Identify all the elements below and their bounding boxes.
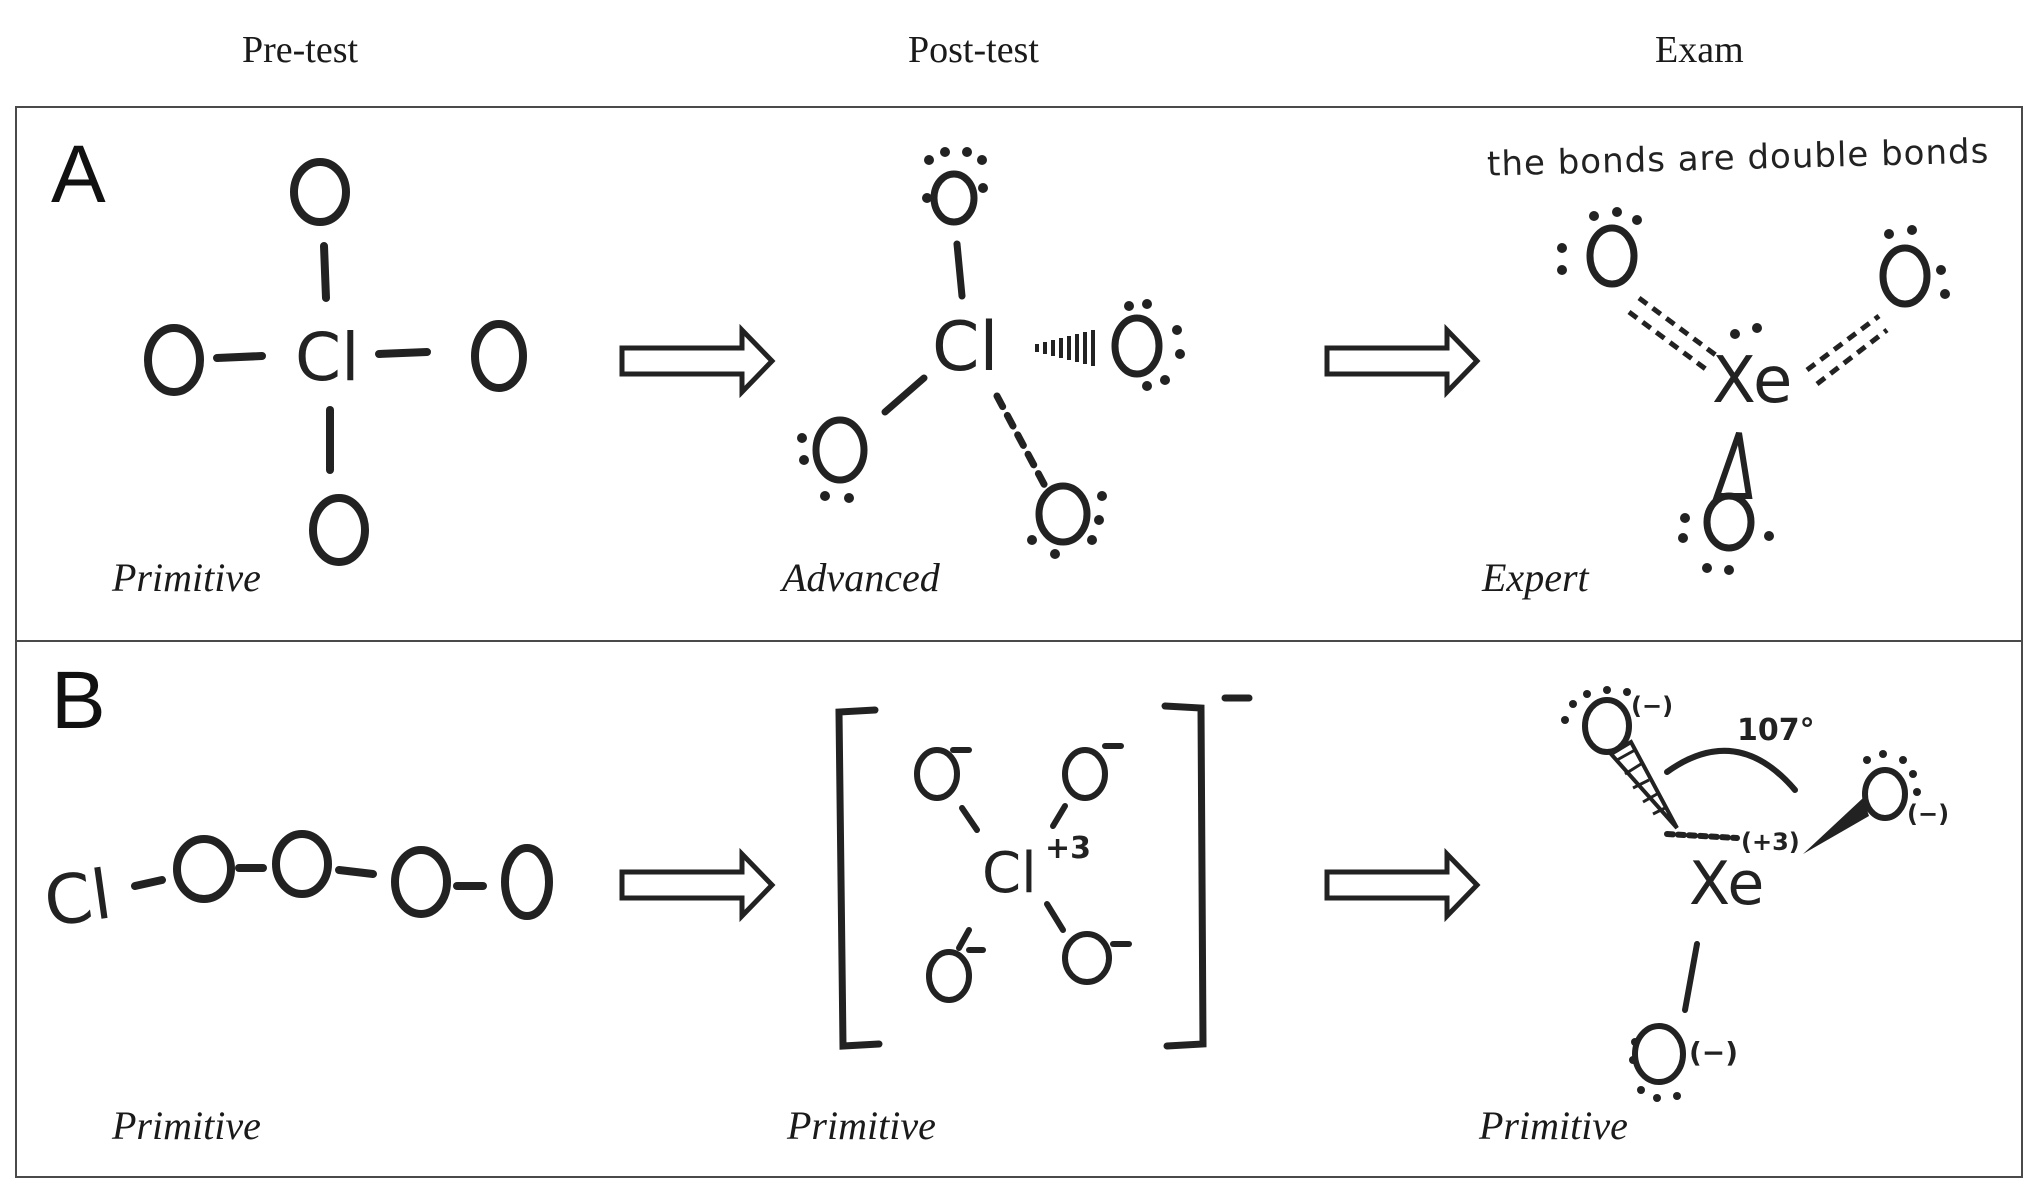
- b-exam-o-charge-1: (−): [1631, 692, 1673, 720]
- b-exam-angle: 107°: [1737, 713, 1815, 748]
- a-posttest-chlorine: Cl: [932, 308, 998, 387]
- arrow-b2: [1324, 847, 1481, 923]
- b-exam-o-charge-3: (−): [1689, 1036, 1738, 1069]
- a-posttest-structure: [812, 170, 1163, 546]
- a-pretest-structure: [144, 158, 527, 566]
- column-header-posttest: Post-test: [908, 29, 1039, 71]
- b-exam-solid-wedge: [1803, 798, 1869, 854]
- b-exam-lone-pairs: [1561, 686, 1921, 1102]
- b-exam-structure: [1582, 697, 1908, 1085]
- b-exam-o-charge-2: (−): [1907, 800, 1949, 828]
- arrow-a2: [1324, 323, 1481, 399]
- b-posttest-chlorine: Cl: [982, 841, 1037, 906]
- b-exam-xenon: Xe: [1689, 849, 1764, 919]
- a-posttest-hash-wedge: [1035, 330, 1095, 366]
- arrow-a1: [619, 323, 776, 399]
- b-posttest-structure: [914, 743, 1132, 1003]
- b-pretest-chlorine: Cl: [39, 856, 116, 943]
- level-label-b-pretest: Primitive: [112, 1103, 261, 1148]
- level-label-a-posttest: Advanced: [782, 555, 940, 600]
- arrow-b1: [619, 847, 776, 923]
- level-label-b-posttest: Primitive: [787, 1103, 936, 1148]
- a-exam-wedge: [1712, 432, 1753, 499]
- panel-b-drawing: Cl: [39, 686, 1949, 1102]
- level-label-a-exam: Expert: [1482, 555, 1589, 600]
- b-exam-hash-wedge: [1607, 739, 1679, 830]
- b-posttest-cl-charge: +3: [1045, 831, 1091, 866]
- column-header-exam: Exam: [1655, 29, 1744, 71]
- b-pretest-chain: [131, 830, 553, 920]
- a-posttest-lone-pairs: [797, 147, 1185, 559]
- panel-letter-b: B: [51, 655, 106, 746]
- a-exam-lone-pairs: [1557, 207, 1950, 575]
- a-exam-double-bonds: [1627, 295, 1889, 386]
- b-exam-xe-charge: (+3): [1741, 828, 1800, 856]
- level-label-a-pretest: Primitive: [112, 555, 261, 600]
- a-exam-structure: [1586, 224, 1931, 552]
- panel-a-drawing: Cl Cl: [144, 147, 1950, 575]
- column-header-pretest: Pre-test: [242, 29, 359, 71]
- level-label-b-exam: Primitive: [1479, 1103, 1628, 1148]
- panel-letter-a: A: [51, 129, 106, 220]
- panel-b: B Primitive Primitive Primitive Cl: [15, 642, 2023, 1178]
- panel-a: A Primitive Advanced Expert the bonds ar…: [15, 106, 2023, 642]
- a-exam-xenon: Xe: [1712, 344, 1792, 418]
- b-posttest-brackets: [835, 694, 1253, 1050]
- a-pretest-chlorine: Cl: [295, 319, 359, 396]
